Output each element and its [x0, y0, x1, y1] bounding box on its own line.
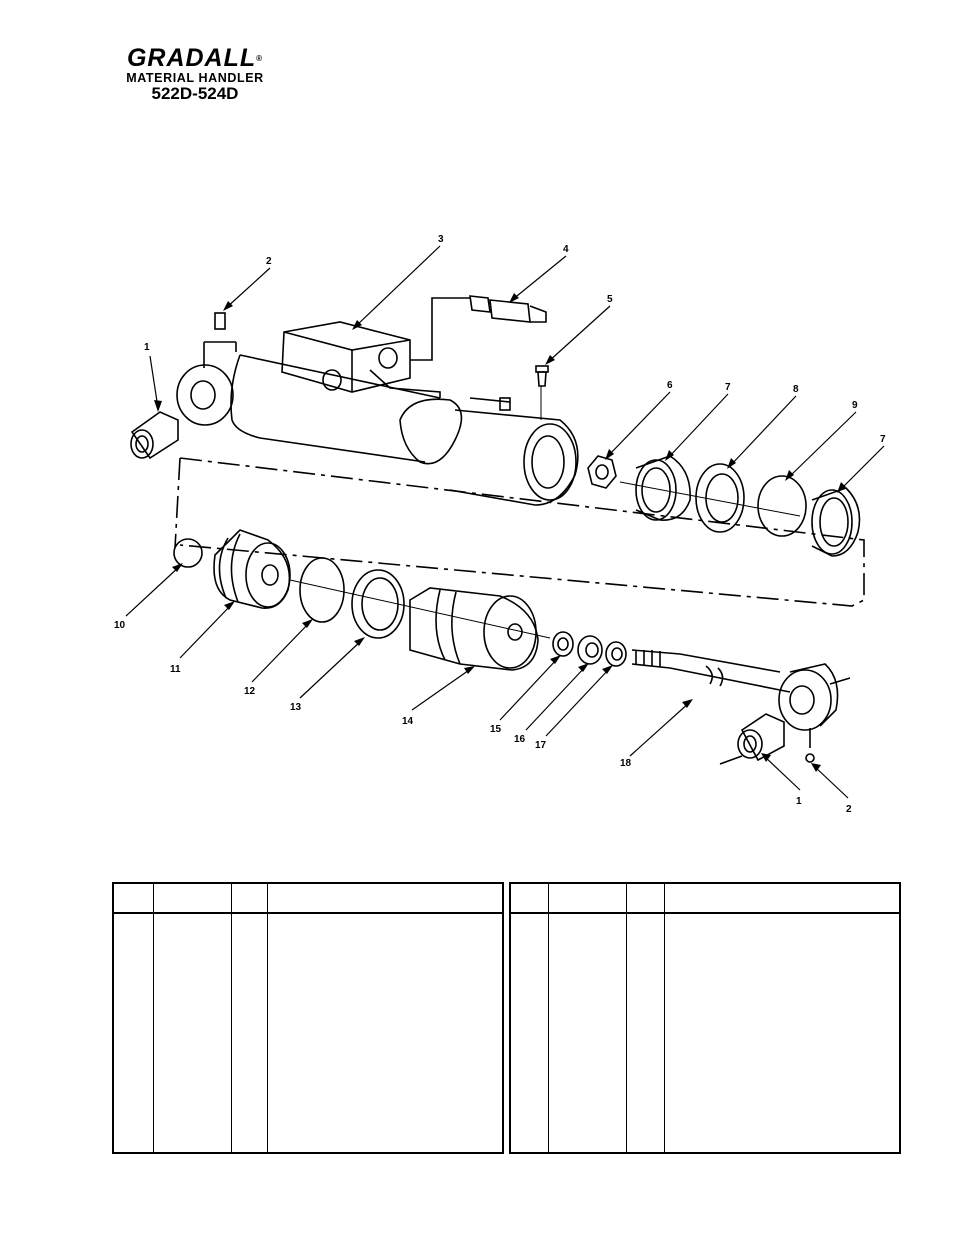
model-number: 522D-524D	[151, 84, 239, 103]
table-cell	[266, 913, 504, 1153]
part-piston-o-ring	[299, 557, 345, 623]
callout-1-top: 1	[144, 342, 150, 353]
part-small-o-ring	[173, 538, 203, 568]
callout-7b: 7	[880, 434, 886, 445]
table-row	[112, 913, 504, 1153]
brand-logo: GRADALL®	[126, 44, 264, 72]
column-header	[266, 883, 504, 914]
callout-12: 12	[244, 686, 256, 697]
table-cell	[152, 913, 232, 1153]
part-locknut	[605, 641, 627, 667]
arrowheads	[154, 293, 846, 772]
callout-1-bottom: 1	[796, 796, 802, 807]
exploded-cylinder-diagram: 1 2 3 4 5 6 7 8 9 7 10 11 12 13 14 15 16…	[114, 234, 886, 815]
callout-14: 14	[402, 716, 414, 727]
callout-labels: 1 2 3 4 5 6 7 8 9 7 10 11 12 13 14 15 16…	[114, 234, 886, 815]
part-wear-ring-a	[635, 455, 691, 521]
part-washer	[552, 631, 574, 657]
part-barrel-eye	[176, 364, 234, 426]
callout-15: 15	[490, 724, 502, 735]
callout-4: 4	[563, 244, 569, 255]
callout-9: 9	[852, 400, 858, 411]
callout-16: 16	[514, 734, 526, 745]
registered-mark: ®	[256, 54, 264, 63]
parts-table-right	[509, 882, 901, 1154]
reference-dash-line	[174, 457, 865, 607]
table-cell	[230, 913, 268, 1153]
table-cell	[625, 913, 665, 1153]
column-header	[230, 883, 268, 914]
part-bushing-bottom	[719, 713, 785, 765]
callout-18: 18	[620, 758, 632, 769]
part-valve-block	[281, 297, 470, 398]
part-grease-fitting-top	[203, 312, 237, 368]
table-cell	[663, 913, 901, 1153]
callout-6: 6	[667, 380, 673, 391]
callout-7a: 7	[725, 382, 731, 393]
callout-11: 11	[170, 664, 181, 675]
table-cell	[509, 913, 549, 1153]
column-header	[547, 883, 627, 914]
callout-5: 5	[607, 294, 613, 305]
callout-13: 13	[290, 702, 302, 713]
table-cell	[547, 913, 627, 1153]
part-screw	[535, 365, 549, 420]
column-header	[112, 883, 154, 914]
part-grease-fitting-bottom	[805, 728, 815, 763]
callout-2-top: 2	[266, 256, 272, 267]
part-valve-cartridge	[469, 295, 547, 323]
leader-lines	[125, 245, 885, 799]
callout-3: 3	[438, 234, 444, 245]
callout-2-bottom: 2	[846, 804, 852, 815]
part-gland	[409, 587, 539, 671]
callout-10: 10	[114, 620, 126, 631]
column-header	[663, 883, 901, 914]
document-header: GRADALL® MATERIAL HANDLER 522D-524D	[110, 46, 280, 103]
column-header	[509, 883, 549, 914]
part-piston-rod	[631, 649, 851, 731]
part-bushing-top	[130, 411, 179, 460]
table-header-row	[509, 883, 901, 914]
table-cell	[112, 913, 154, 1153]
part-wear-ring-b	[811, 487, 861, 557]
table-header-row	[112, 883, 504, 914]
callout-17: 17	[535, 740, 547, 751]
callout-8: 8	[793, 384, 799, 395]
parts-table-left	[112, 882, 504, 1154]
product-line: MATERIAL HANDLER	[126, 71, 264, 85]
part-o-ring-head	[757, 475, 807, 537]
column-header	[625, 883, 665, 914]
part-nut	[587, 455, 617, 489]
table-row	[509, 913, 901, 1153]
part-piston-seal	[351, 569, 405, 639]
column-header	[152, 883, 232, 914]
part-piston	[213, 529, 291, 609]
part-cylinder-barrel	[230, 354, 579, 506]
part-spacer	[577, 635, 603, 665]
